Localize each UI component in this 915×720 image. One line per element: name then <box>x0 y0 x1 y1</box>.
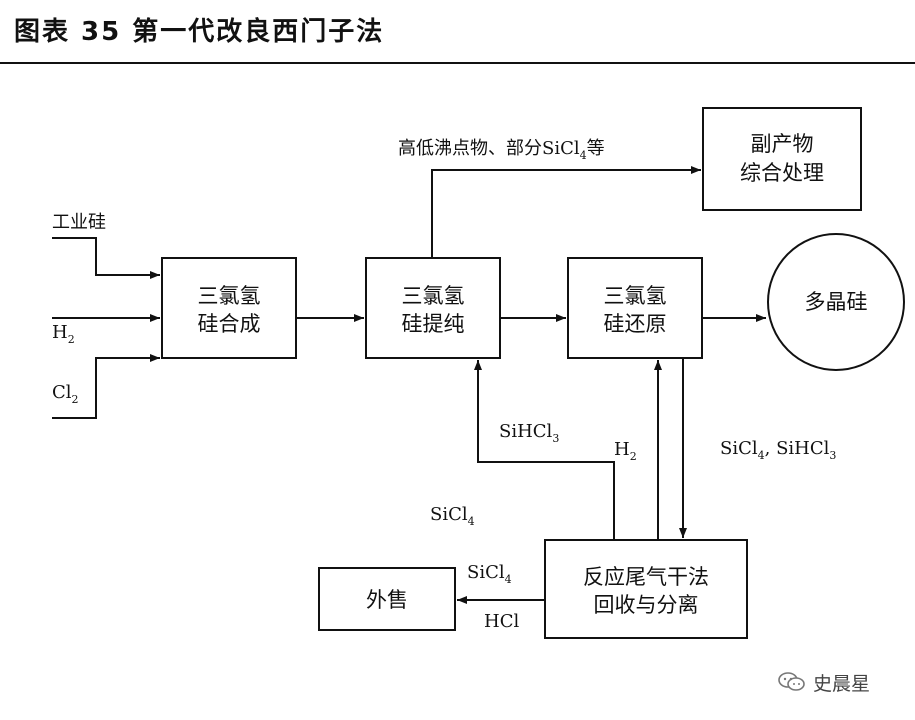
purification-label-1: 三氯氢 <box>402 284 465 308</box>
sale-label: 外售 <box>366 588 408 612</box>
reduction-box <box>567 257 703 359</box>
sihcl3-return-arrow <box>474 360 615 540</box>
high-boiling-label: 高低沸点物、部分SiCl4等 <box>398 138 605 162</box>
exhaust-label: SiCl4, SiHCl3 <box>720 438 836 462</box>
sihcl3-label: SiHCl3 <box>499 421 559 445</box>
byproduct-box <box>702 107 862 211</box>
polysilicon-circle <box>767 233 905 371</box>
industrial-silicon-line <box>52 237 160 279</box>
recovery-label-1: 反应尾气干法 <box>583 565 709 589</box>
synthesis-box <box>161 257 297 359</box>
polysilicon-label: 多晶硅 <box>805 290 868 314</box>
sicl4-left-label: SiCl4 <box>430 504 475 528</box>
byproduct-arrow <box>431 166 701 258</box>
purification-label-2: 硅提纯 <box>402 312 465 336</box>
synthesis-label-1: 三氯氢 <box>198 284 261 308</box>
title-divider <box>0 62 915 64</box>
purification-box <box>365 257 501 359</box>
industrial-silicon-label: 工业硅 <box>52 212 106 233</box>
byproduct-label-1: 副产物 <box>751 132 814 156</box>
h2-return-label: H2 <box>614 439 637 463</box>
recovery-label-2: 回收与分离 <box>594 593 699 617</box>
sale-box <box>318 567 456 631</box>
sale-hcl-label: HCl <box>484 611 519 632</box>
watermark-text: 史晨星 <box>813 672 871 695</box>
h2-input-label: H2 <box>52 322 75 346</box>
reduction-label-1: 三氯氢 <box>604 284 667 308</box>
page-title: 图表 35 第一代改良西门子法 <box>14 17 385 47</box>
cl2-input-line <box>52 354 160 419</box>
reduction-label-2: 硅还原 <box>604 312 667 336</box>
recovery-box <box>544 539 748 639</box>
sale-sicl4-label: SiCl4 <box>467 562 512 586</box>
chat-bubble-icon <box>778 672 805 691</box>
synthesis-label-2: 硅合成 <box>198 312 261 336</box>
byproduct-label-2: 综合处理 <box>740 161 824 185</box>
cl2-input-label: Cl2 <box>52 382 79 406</box>
watermark: 史晨星 <box>777 670 871 695</box>
